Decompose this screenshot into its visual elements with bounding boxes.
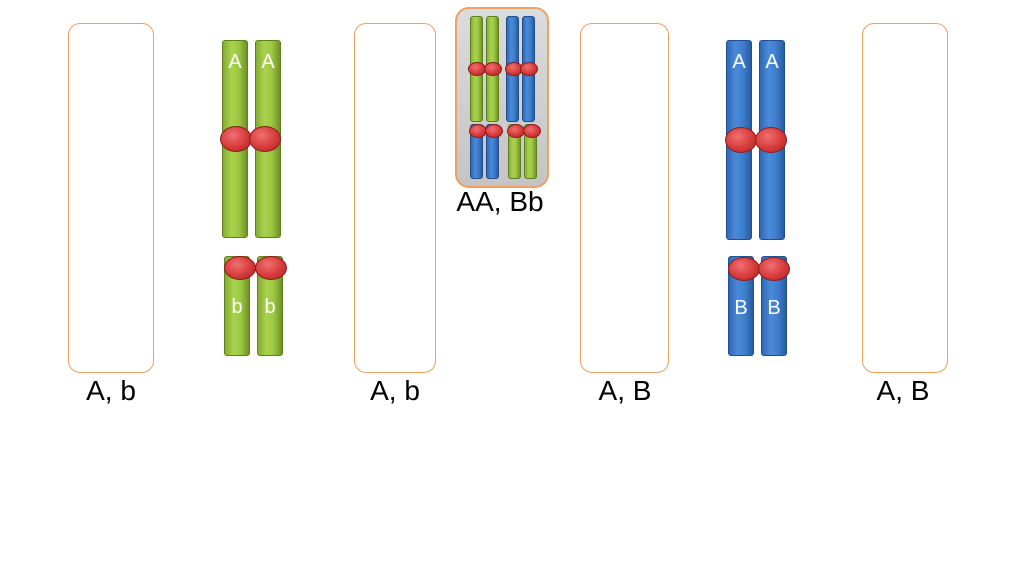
blue-long-allele-right: A [765,51,779,73]
green-short-allele-right: b [264,296,276,318]
cell-3 [580,23,669,373]
blue-short-allele-right: B [767,297,781,319]
cell-2 [354,23,436,373]
blue-long-allele-left: A [732,51,746,73]
blue-short-allele-left: B [734,297,748,319]
cell-1 [68,23,154,373]
blue-long-centromere-right [755,127,787,153]
green-short-allele-left: b [231,296,243,318]
blue-short-chromosome: B B [726,254,790,358]
blue-long-chromosome: A A [724,38,788,242]
blue-short-centromere-left [728,257,760,281]
green-short-chromosome: b b [222,254,287,358]
parent-blue-top-centromere-b [520,62,538,76]
green-long-allele-left: A [228,51,242,73]
parent-green-top-centromere-b [484,62,502,76]
blue-short-centromere-right [758,257,790,281]
parent-cell [455,7,549,188]
parent-green-bottom-centromere-b [523,124,541,138]
green-long-centromere-right [249,126,281,152]
cell-2-label: A, b [370,375,420,406]
parent-blue-bottom-centromere-b [485,124,503,138]
green-long-chromosome: A A [220,38,282,240]
green-long-centromere-left [220,126,252,152]
parent-cell-label: AA, Bb [456,186,544,217]
green-long-allele-right: A [261,51,275,73]
cell-4-label: A, B [876,375,930,406]
green-short-centromere-right [255,256,287,280]
cell-3-label: A, B [598,375,652,406]
green-short-centromere-left [224,256,256,280]
blue-long-centromere-left [725,127,757,153]
cell-4 [862,23,948,373]
cell-1-label: A, b [86,375,136,406]
